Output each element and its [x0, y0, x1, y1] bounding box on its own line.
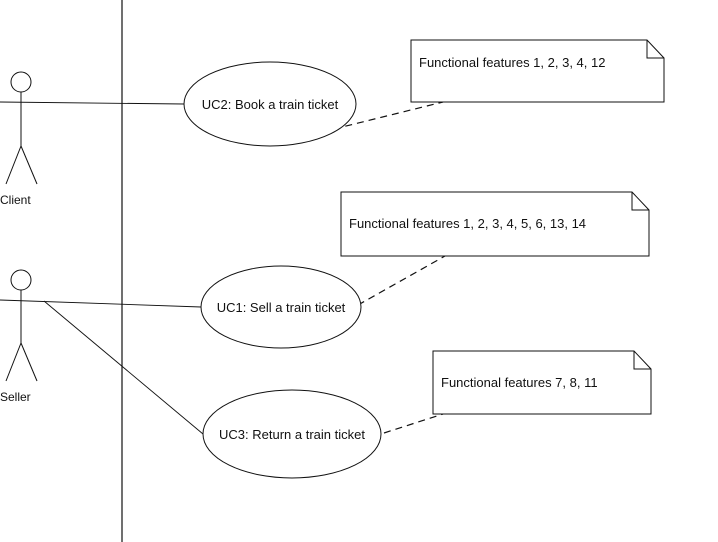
association-seller-uc1: [0, 299, 202, 308]
note-uc3: Functional features 7, 8, 11: [432, 350, 652, 415]
note-uc3-text: Functional features 7, 8, 11: [441, 375, 598, 390]
note-link-uc1: [357, 255, 446, 306]
client-head-icon: [10, 71, 32, 93]
use-case-uc1: UC1: Sell a train ticket: [200, 265, 362, 349]
association-client-uc2: [0, 101, 185, 105]
note-uc2: Functional features 1, 2, 3, 4, 12: [410, 39, 665, 103]
actor-client-label: Client: [0, 193, 31, 207]
association-seller-uc3: [43, 300, 204, 435]
use-case-uc3-label: UC3: Return a train ticket: [219, 427, 365, 442]
use-case-uc3: UC3: Return a train ticket: [202, 389, 382, 479]
note-uc2-text: Functional features 1, 2, 3, 4, 12: [419, 55, 605, 70]
use-case-uc2-label: UC2: Book a train ticket: [202, 97, 339, 112]
note-uc1: Functional features 1, 2, 3, 4, 5, 6, 13…: [340, 191, 650, 257]
actor-seller-label: Seller: [0, 390, 31, 404]
actor-seller: Seller: [0, 269, 38, 404]
note-link-uc2: [321, 101, 444, 133]
note-uc1-text: Functional features 1, 2, 3, 4, 5, 6, 13…: [349, 216, 586, 231]
note-link-uc3: [383, 413, 444, 434]
actor-client: Client: [0, 71, 38, 207]
use-case-uc2: UC2: Book a train ticket: [183, 61, 357, 147]
seller-head-icon: [10, 269, 32, 291]
use-case-uc1-label: UC1: Sell a train ticket: [217, 300, 346, 315]
